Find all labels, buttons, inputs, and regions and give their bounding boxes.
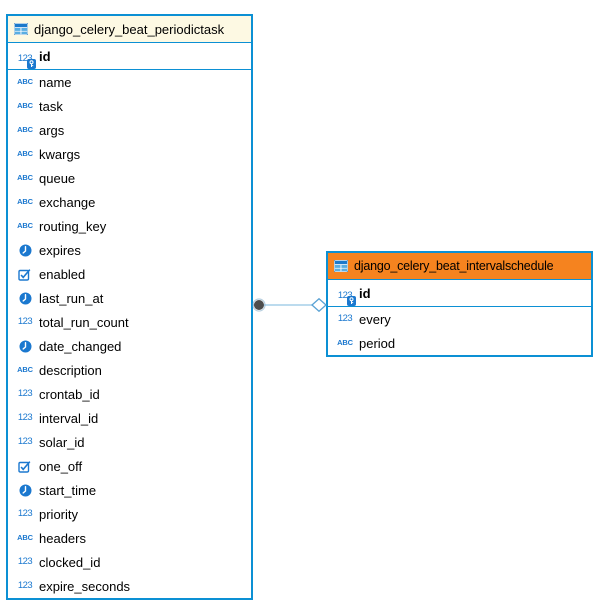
column-name: period bbox=[359, 335, 396, 351]
column-row-kwargs[interactable]: ABC kwargs bbox=[8, 142, 251, 166]
text-type-icon: ABC bbox=[17, 101, 33, 111]
column-row-start_time[interactable]: start_time bbox=[8, 478, 251, 502]
primary-key-number-icon: 123 bbox=[335, 286, 357, 306]
text-type-icon: ABC bbox=[17, 77, 33, 87]
column-name: exchange bbox=[39, 194, 96, 210]
column-name: total_run_count bbox=[39, 314, 129, 330]
column-name: name bbox=[39, 74, 72, 90]
column-name: clocked_id bbox=[39, 554, 101, 570]
column-row-clocked_id[interactable]: 123 clocked_id bbox=[8, 550, 251, 574]
column-row-interval_id[interactable]: 123 interval_id bbox=[8, 406, 251, 430]
number-type-icon: 123 bbox=[337, 313, 353, 325]
number-type-icon: 123 bbox=[17, 388, 33, 400]
column-row-every[interactable]: 123 every bbox=[328, 307, 591, 331]
primary-key-number-icon: 123 bbox=[15, 49, 37, 69]
column-row-solar_id[interactable]: 123 solar_id bbox=[8, 430, 251, 454]
boolean-type-icon bbox=[15, 268, 35, 281]
column-name: date_changed bbox=[39, 338, 122, 354]
column-name: expire_seconds bbox=[39, 578, 131, 594]
text-type-icon: ABC bbox=[17, 221, 33, 231]
column-name: enabled bbox=[39, 266, 86, 282]
table-icon bbox=[14, 23, 28, 35]
column-row-total_run_count[interactable]: 123 total_run_count bbox=[8, 310, 251, 334]
column-row-headers[interactable]: ABC headers bbox=[8, 526, 251, 550]
entity-title: django_celery_beat_intervalschedule bbox=[354, 259, 554, 273]
text-type-icon: ABC bbox=[337, 338, 353, 348]
column-row-queue[interactable]: ABC queue bbox=[8, 166, 251, 190]
column-row-date_changed[interactable]: date_changed bbox=[8, 334, 251, 358]
column-name: interval_id bbox=[39, 410, 99, 426]
datetime-type-icon bbox=[15, 484, 35, 497]
entity-title: django_celery_beat_periodictask bbox=[34, 21, 225, 37]
relation-end-open-diamond-icon bbox=[311, 297, 327, 313]
column-row-one_off[interactable]: one_off bbox=[8, 454, 251, 478]
column-row-expires[interactable]: expires bbox=[8, 238, 251, 262]
column-row-last_run_at[interactable]: last_run_at bbox=[8, 286, 251, 310]
column-name: one_off bbox=[39, 458, 83, 474]
column-name: task bbox=[39, 98, 63, 114]
number-type-icon: 123 bbox=[17, 580, 33, 592]
column-row-routing_key[interactable]: ABC routing_key bbox=[8, 214, 251, 238]
column-name: priority bbox=[39, 506, 79, 522]
number-type-icon: 123 bbox=[17, 412, 33, 424]
column-name: queue bbox=[39, 170, 76, 186]
column-name: expires bbox=[39, 242, 81, 258]
text-type-icon: ABC bbox=[17, 365, 33, 375]
datetime-type-icon bbox=[15, 244, 35, 257]
text-type-icon: ABC bbox=[17, 533, 33, 543]
relation-connector[interactable] bbox=[250, 296, 330, 314]
column-name: args bbox=[39, 122, 65, 138]
column-row-exchange[interactable]: ABC exchange bbox=[8, 190, 251, 214]
text-type-icon: ABC bbox=[17, 197, 33, 207]
column-name: id bbox=[359, 285, 371, 301]
datetime-type-icon bbox=[15, 292, 35, 305]
column-name: kwargs bbox=[39, 146, 81, 162]
column-name: solar_id bbox=[39, 434, 85, 450]
column-name: start_time bbox=[39, 482, 97, 498]
column-row-expire_seconds[interactable]: 123 expire_seconds bbox=[8, 574, 251, 598]
column-row-description[interactable]: ABC description bbox=[8, 358, 251, 382]
entity-header[interactable]: django_celery_beat_periodictask bbox=[8, 16, 251, 43]
table-icon bbox=[334, 260, 348, 272]
column-row-task[interactable]: ABC task bbox=[8, 94, 251, 118]
column-row-priority[interactable]: 123 priority bbox=[8, 502, 251, 526]
text-type-icon: ABC bbox=[17, 149, 33, 159]
column-name: description bbox=[39, 362, 102, 378]
number-type-icon: 123 bbox=[17, 508, 33, 520]
number-type-icon: 123 bbox=[17, 436, 33, 448]
column-name: routing_key bbox=[39, 218, 107, 234]
column-name: headers bbox=[39, 530, 86, 546]
column-row-period[interactable]: ABC period bbox=[328, 331, 591, 355]
number-type-icon: 123 bbox=[17, 316, 33, 328]
text-type-icon: ABC bbox=[17, 173, 33, 183]
column-name: id bbox=[39, 48, 51, 64]
column-row-crontab_id[interactable]: 123 crontab_id bbox=[8, 382, 251, 406]
datetime-type-icon bbox=[15, 340, 35, 353]
text-type-icon: ABC bbox=[17, 125, 33, 135]
relation-end-filled-circle-icon bbox=[254, 300, 264, 310]
column-row-name[interactable]: ABC name bbox=[8, 70, 251, 94]
number-type-icon: 123 bbox=[17, 556, 33, 568]
column-row-args[interactable]: ABC args bbox=[8, 118, 251, 142]
column-name: crontab_id bbox=[39, 386, 100, 402]
relation-end-circle-halo bbox=[252, 298, 266, 312]
entity-header[interactable]: django_celery_beat_intervalschedule bbox=[328, 253, 591, 280]
column-name: last_run_at bbox=[39, 290, 104, 306]
column-row-enabled[interactable]: enabled bbox=[8, 262, 251, 286]
column-name: every bbox=[359, 311, 391, 327]
boolean-type-icon bbox=[15, 460, 35, 473]
